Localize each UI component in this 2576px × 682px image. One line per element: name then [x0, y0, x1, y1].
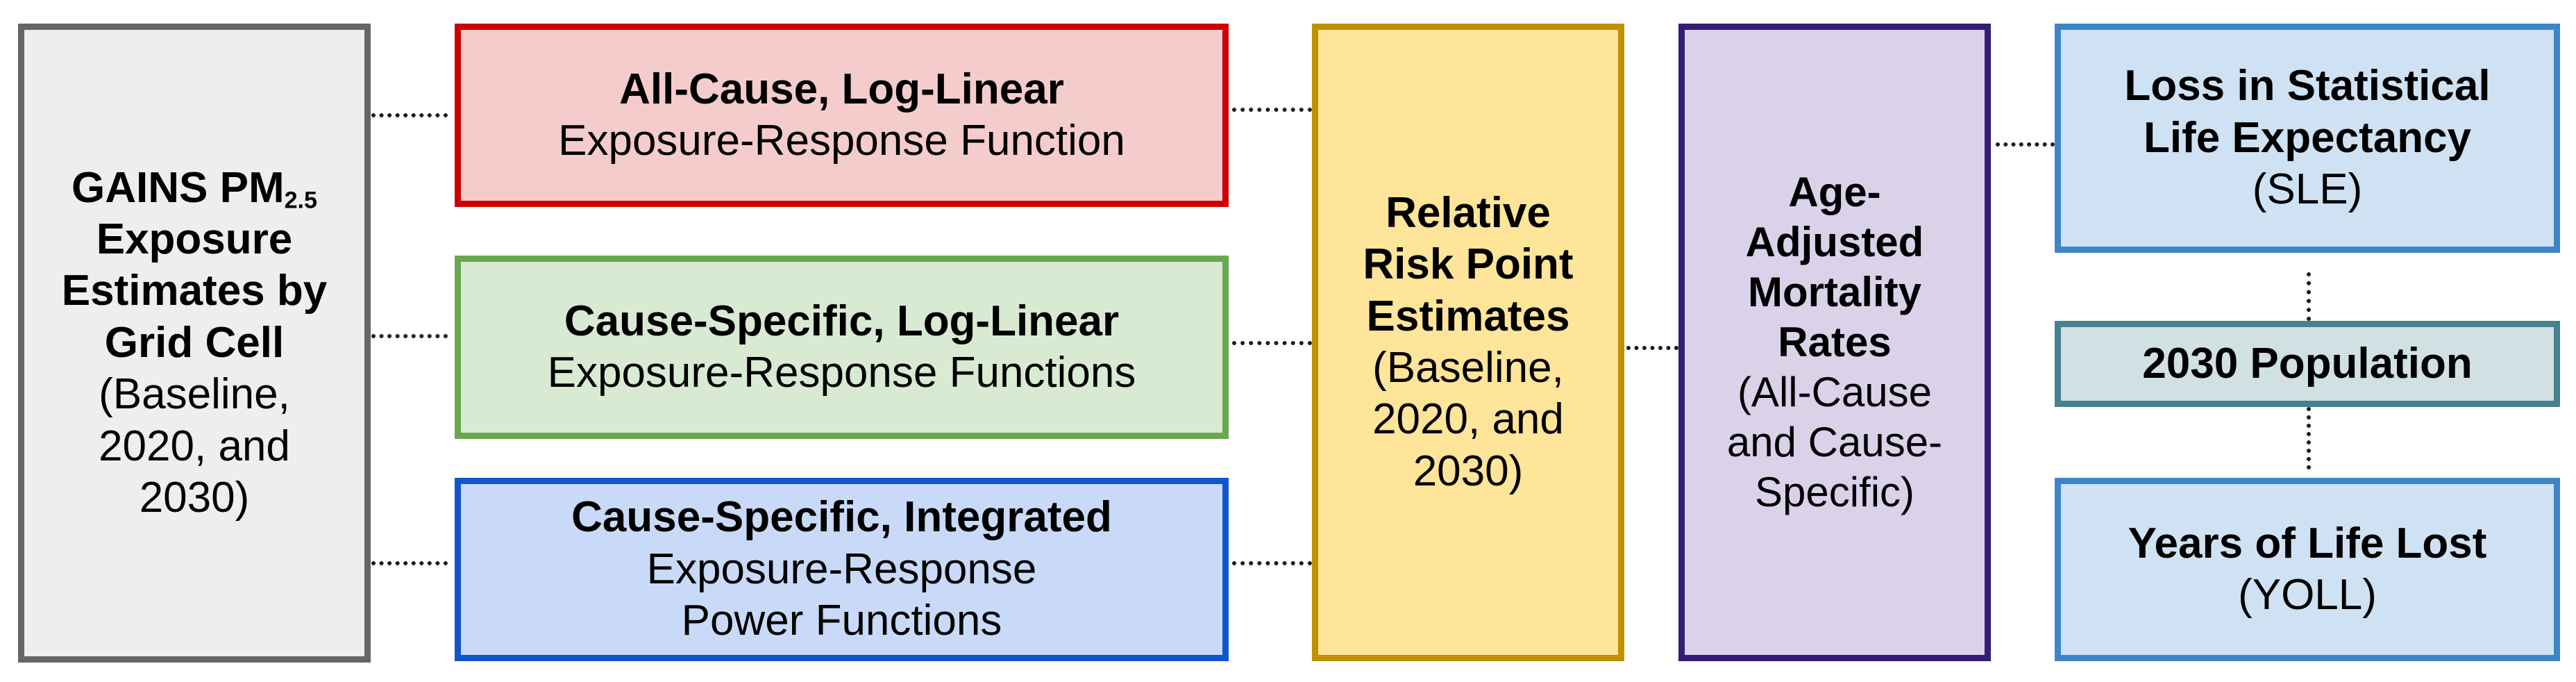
mortality-title-line: Rates: [1778, 319, 1892, 365]
yoll-title: Years of Life Lost: [2128, 519, 2487, 567]
connector-gains-integrated: [371, 561, 448, 565]
yoll-box: Years of Life Lost (YOLL): [2055, 478, 2560, 661]
population-title: 2030 Population: [2142, 339, 2473, 388]
relative-risk-title-line: Relative: [1386, 188, 1551, 237]
erf-detail: Exposure-Response Functions: [547, 349, 1136, 397]
mortality-detail-line: (All-Cause: [1737, 369, 1933, 415]
connector-gains-causespecific-loglinear: [371, 334, 448, 338]
causespecific-loglinear-erf-box: Cause-Specific, Log-Linear Exposure-Resp…: [455, 256, 1229, 439]
yoll-detail-line: (YOLL): [2238, 571, 2377, 619]
causespecific-integrated-erf-box: Cause-Specific, Integrated Exposure-Resp…: [455, 478, 1229, 661]
population-2030-box: 2030 Population: [2055, 321, 2560, 407]
erf-detail: Exposure-Response Function: [558, 117, 1125, 165]
gains-detail-line: 2020, and: [99, 422, 290, 470]
connector-population-yoll: [2307, 407, 2311, 469]
mortality-rates-box: Age- Adjusted Mortality Rates (All-Cause…: [1678, 24, 1991, 661]
sle-title-line: Loss in Statistical: [2124, 62, 2491, 110]
erf-title: Cause-Specific, Integrated: [571, 493, 1112, 542]
gains-title-line: Estimates by: [61, 267, 328, 315]
relative-risk-detail-line: 2030): [1413, 447, 1524, 495]
mortality-title-line: Age-: [1788, 169, 1881, 215]
gains-exposure-box: GAINS PM2.5 Exposure Estimates by Grid C…: [18, 24, 371, 663]
erf-title: All-Cause, Log-Linear: [619, 65, 1064, 113]
gains-detail-line: (Baseline,: [99, 370, 290, 419]
mortality-detail-line: and Cause-: [1726, 419, 1943, 465]
mortality-title-line: Adjusted: [1745, 219, 1924, 265]
gains-detail-line: 2030): [139, 473, 250, 522]
relative-risk-box: Relative Risk Point Estimates (Baseline,…: [1312, 24, 1624, 661]
connector-gains-allcause: [371, 113, 448, 117]
sle-title-line: Life Expectancy: [2143, 113, 2472, 162]
relative-risk-detail-line: 2020, and: [1372, 395, 1564, 444]
erf-detail: Power Functions: [681, 597, 1002, 645]
allcause-loglinear-erf-box: All-Cause, Log-Linear Exposure-Response …: [455, 24, 1229, 207]
sle-detail-line: (SLE): [2252, 165, 2363, 214]
relative-risk-title-line: Risk Point: [1363, 240, 1574, 289]
connector-allcause-relative-risk: [1232, 108, 1312, 112]
sle-box: Loss in Statistical Life Expectancy (SLE…: [2055, 24, 2560, 253]
erf-title: Cause-Specific, Log-Linear: [564, 297, 1120, 345]
connector-integrated-relative-risk: [1232, 561, 1312, 565]
connector-causespecific-relative-risk: [1232, 341, 1312, 345]
mortality-title-line: Mortality: [1747, 269, 1922, 315]
gains-title-line: GAINS PM2.5: [71, 163, 317, 214]
relative-risk-title-line: Estimates: [1366, 292, 1570, 340]
connector-sle-population: [2307, 272, 2311, 321]
mortality-detail-line: Specific): [1754, 469, 1915, 515]
gains-title-line: Exposure: [96, 215, 293, 264]
gains-title-line: Grid Cell: [104, 318, 285, 367]
relative-risk-detail-line: (Baseline,: [1372, 344, 1564, 392]
connector-mortality-sle: [1996, 142, 2055, 147]
connector-relative-risk-mortality: [1626, 346, 1678, 350]
erf-detail: Exposure-Response: [646, 544, 1037, 593]
